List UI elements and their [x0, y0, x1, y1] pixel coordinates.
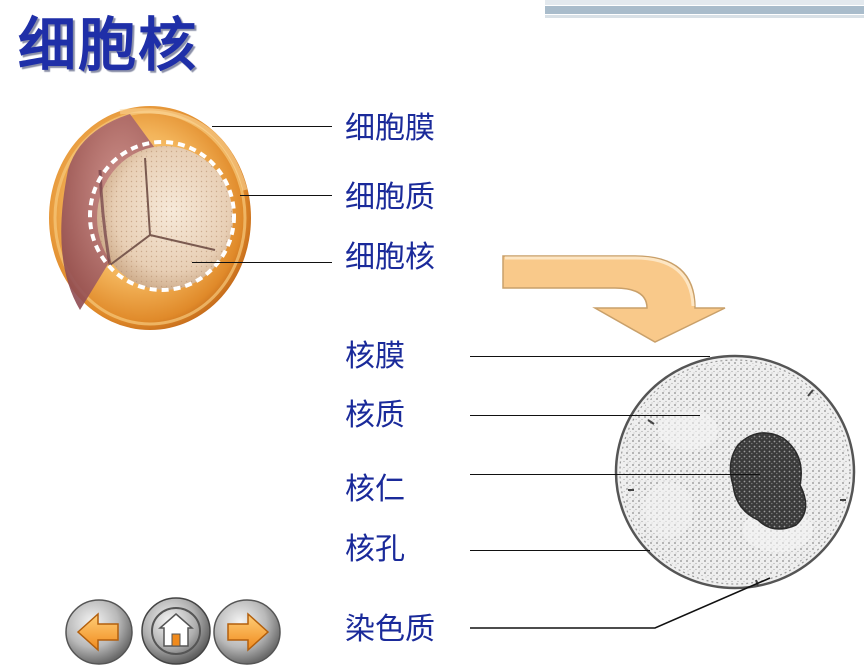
- leader-line-nuclear-envelope: [470, 356, 710, 357]
- left-arrow-icon: [76, 612, 119, 652]
- label-nuclear-pore: 核孔: [345, 532, 405, 567]
- leader-line-nuclear-pore: [470, 550, 650, 551]
- prev-button[interactable]: [64, 598, 134, 666]
- header-decoration-bar-light: [545, 15, 864, 18]
- nucleus-detail-illustration: [614, 354, 856, 590]
- label-chromatin: 染色质: [345, 612, 435, 647]
- label-cytoplasm: 细胞质: [345, 180, 435, 215]
- leader-line-chromatin: [470, 577, 771, 629]
- leader-line-nucleoplasm: [470, 415, 700, 416]
- header-decoration-bar: [545, 0, 864, 5]
- label-nuclear-envelope: 核膜: [345, 339, 405, 374]
- label-cell-membrane: 细胞膜: [345, 111, 435, 146]
- next-button[interactable]: [212, 598, 282, 666]
- leader-line-nucleolus: [470, 474, 760, 475]
- label-nucleolus: 核仁: [345, 472, 405, 507]
- home-icon: [158, 613, 194, 647]
- cell-illustration: [49, 106, 251, 330]
- home-button[interactable]: [140, 596, 212, 666]
- page-title: 细胞核: [18, 11, 199, 79]
- curved-arrow-icon: [502, 255, 726, 343]
- right-arrow-icon: [227, 612, 270, 652]
- label-nucleoplasm: 核质: [345, 398, 405, 433]
- leader-line-membrane: [212, 126, 332, 127]
- nucleolus-shape: [729, 432, 807, 530]
- leader-line-nucleus: [192, 262, 332, 263]
- header-decoration-bar-accent: [545, 6, 864, 14]
- leader-line-cytoplasm: [240, 195, 332, 196]
- label-nucleus: 细胞核: [345, 240, 435, 275]
